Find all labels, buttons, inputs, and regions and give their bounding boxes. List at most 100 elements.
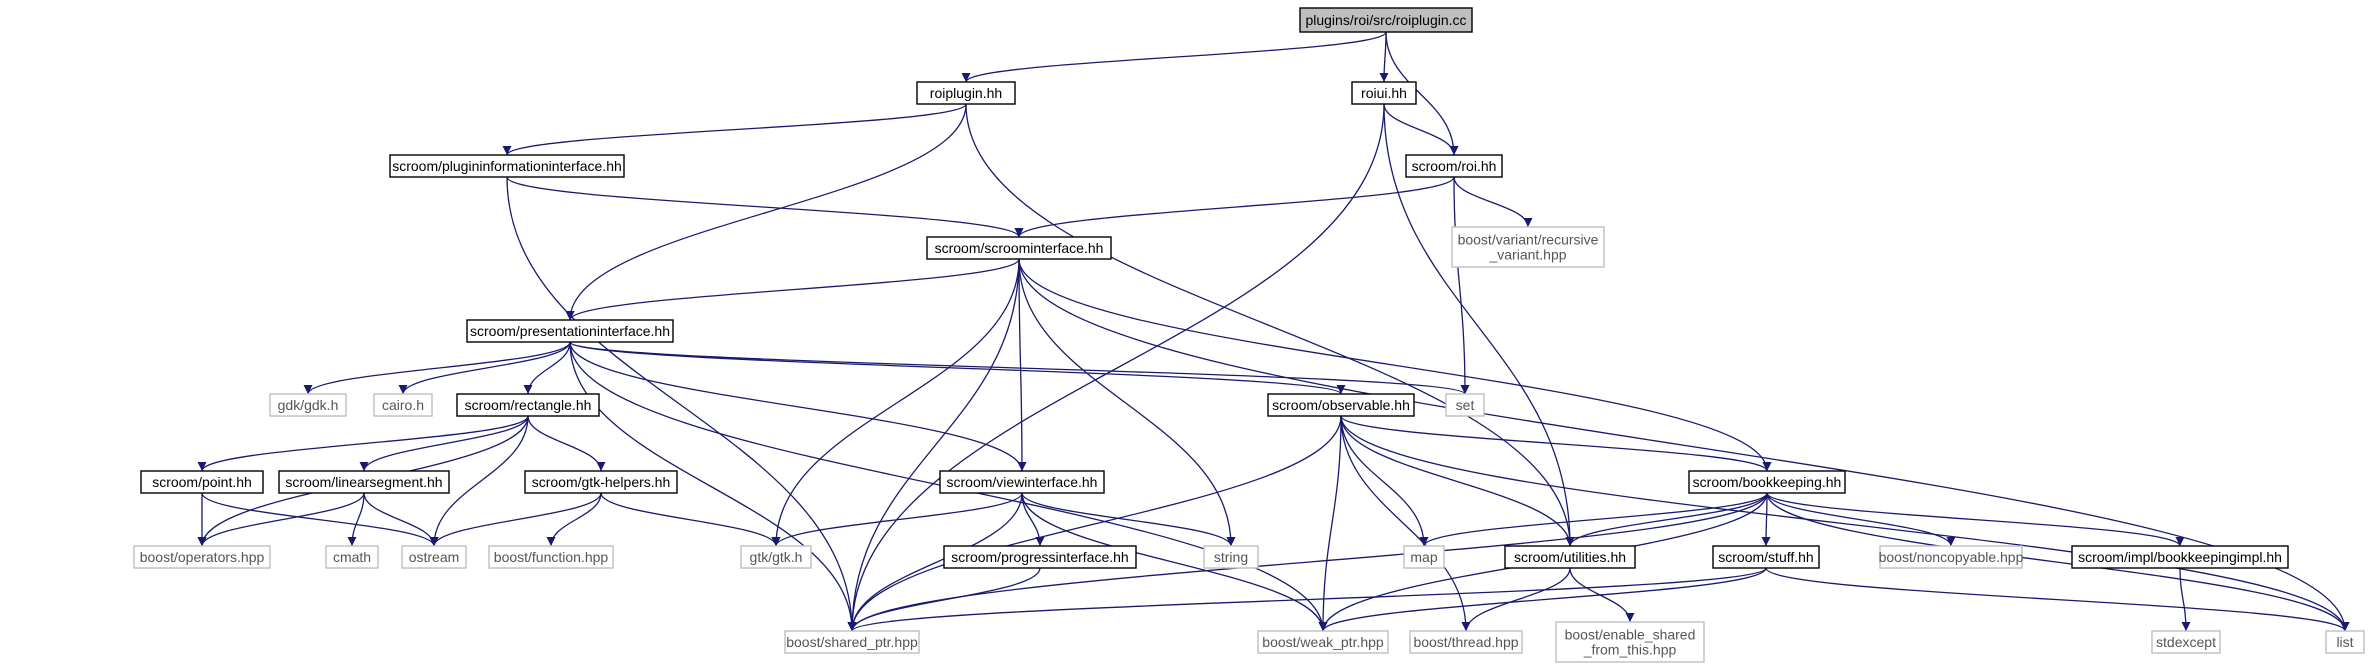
edge-observable-to-thread bbox=[1340, 415, 1471, 632]
node-label-set: set bbox=[1456, 397, 1475, 413]
edge-stuff-to-list bbox=[1765, 567, 2350, 632]
edge-rect-to-gtkhelp bbox=[527, 415, 606, 472]
node-box-cmath bbox=[325, 545, 379, 569]
edge-roiplugin_hh-to-plugininfo bbox=[502, 103, 967, 156]
node-box-roi_hh bbox=[1405, 154, 1503, 178]
node-box-ostream bbox=[401, 545, 467, 569]
node-roi_hh[interactable]: scroom/roi.hh bbox=[1405, 154, 1503, 178]
node-label-viewif: scroom/viewinterface.hh bbox=[947, 474, 1098, 490]
node-plugininfo[interactable]: scroom/plugininformationinterface.hh bbox=[389, 154, 625, 178]
node-list: list bbox=[2325, 630, 2365, 654]
node-box-plugininfo bbox=[389, 154, 625, 178]
node-label-recvariant: boost/variant/recursive bbox=[1458, 232, 1599, 248]
edge-presif-to-observable bbox=[569, 341, 1346, 395]
edge-bookkeeping-to-bkimpl bbox=[1766, 492, 2185, 547]
node-label-gtk: gtk/gtk.h bbox=[750, 549, 803, 565]
node-box-roiplugin_hh bbox=[916, 81, 1016, 105]
edge-gtkhelp-to-function bbox=[546, 492, 602, 547]
edge-scroomif-to-string bbox=[1018, 258, 1236, 547]
node-point[interactable]: scroom/point.hh bbox=[140, 470, 264, 494]
edge-utilities-to-thread bbox=[1461, 567, 1571, 632]
edge-scroomif-to-presif bbox=[565, 258, 1020, 321]
edge-presif-to-viewif bbox=[569, 341, 1027, 472]
node-observable[interactable]: scroom/observable.hh bbox=[1267, 393, 1415, 417]
node-utilities[interactable]: scroom/utilities.hh bbox=[1504, 545, 1636, 569]
node-label-stuff: scroom/stuff.hh bbox=[1718, 549, 1813, 565]
node-label-progressif: scroom/progressinterface.hh bbox=[951, 549, 1128, 565]
node-string: string bbox=[1203, 545, 1259, 569]
edge-roi_hh-to-set bbox=[1453, 176, 1470, 395]
node-box-scroomif bbox=[926, 236, 1112, 260]
edge-scroomif-to-list bbox=[1018, 258, 2350, 632]
node-label-noncopyable: boost/noncopyable.hpp bbox=[1879, 549, 2024, 565]
node-label-plugininfo: scroom/plugininformationinterface.hh bbox=[392, 158, 622, 174]
edge-gtkhelp-to-ostream bbox=[429, 492, 602, 547]
edge-presif-to-gdk bbox=[303, 341, 571, 395]
edges-layer bbox=[197, 31, 2350, 632]
node-label-recvariant: _variant.hpp bbox=[1488, 247, 1566, 263]
node-label-cmath: cmath bbox=[333, 549, 371, 565]
edge-root-to-roi_hh bbox=[1385, 31, 1459, 156]
node-label-utilities: scroom/utilities.hh bbox=[1514, 549, 1626, 565]
node-label-gtkhelp: scroom/gtk-helpers.hh bbox=[532, 474, 671, 490]
edge-observable-to-bookkeeping bbox=[1340, 415, 1772, 472]
node-label-presif: scroom/presentationinterface.hh bbox=[470, 323, 670, 339]
edge-stuff-to-sharedptr bbox=[847, 567, 1767, 632]
node-roiplugin_hh[interactable]: roiplugin.hh bbox=[916, 81, 1016, 105]
node-box-enableshared bbox=[1555, 621, 1705, 663]
node-box-thread bbox=[1409, 630, 1523, 654]
node-bkimpl[interactable]: scroom/impl/bookkeepingimpl.hh bbox=[2071, 545, 2289, 569]
node-label-scroomif: scroom/scroominterface.hh bbox=[935, 240, 1104, 256]
edge-bookkeeping-to-stuff bbox=[1761, 492, 1771, 547]
edge-plugininfo-to-sharedptr bbox=[506, 176, 857, 632]
node-rect[interactable]: scroom/rectangle.hh bbox=[456, 393, 600, 417]
node-gtkhelp[interactable]: scroom/gtk-helpers.hh bbox=[524, 470, 678, 494]
node-scroomif[interactable]: scroom/scroominterface.hh bbox=[926, 236, 1112, 260]
edge-roiplugin_hh-to-presif bbox=[565, 103, 967, 321]
nodes-layer: plugins/roi/src/roiplugin.cc roiplugin.hh… bbox=[133, 7, 2365, 663]
node-box-stuff bbox=[1712, 545, 1820, 569]
node-label-string: string bbox=[1214, 549, 1248, 565]
node-box-gdk bbox=[269, 393, 347, 417]
node-cmath: cmath bbox=[325, 545, 379, 569]
node-label-root: plugins/roi/src/roiplugin.cc bbox=[1305, 12, 1466, 28]
edge-observable-to-sharedptr bbox=[847, 415, 1342, 632]
edge-viewif-to-gtk bbox=[771, 492, 1023, 547]
edge-rect-to-ostream bbox=[429, 415, 529, 547]
edge-observable-to-list bbox=[1340, 415, 2350, 632]
node-roiui_hh[interactable]: roiui.hh bbox=[1351, 81, 1417, 105]
node-box-gtk bbox=[740, 545, 812, 569]
node-box-viewif bbox=[939, 470, 1105, 494]
edge-viewif-to-string bbox=[1021, 492, 1236, 547]
node-box-presif bbox=[466, 319, 674, 343]
node-label-operators: boost/operators.hpp bbox=[140, 549, 265, 565]
node-stuff[interactable]: scroom/stuff.hh bbox=[1712, 545, 1820, 569]
node-box-root bbox=[1299, 7, 1473, 33]
edge-viewif-to-weakptr bbox=[1021, 492, 1328, 632]
node-label-function: boost/function.hpp bbox=[494, 549, 609, 565]
node-box-linseg bbox=[278, 470, 450, 494]
node-stdexcept: stdexcept bbox=[2151, 630, 2221, 654]
edge-roiui_hh-to-roi_hh bbox=[1383, 103, 1459, 156]
node-root[interactable]: plugins/roi/src/roiplugin.cc bbox=[1299, 7, 1473, 33]
node-box-bookkeeping bbox=[1688, 470, 1846, 494]
edge-bookkeeping-to-list bbox=[1766, 492, 2350, 632]
node-box-noncopyable bbox=[1879, 545, 2023, 569]
edge-viewif-to-sharedptr bbox=[847, 492, 1023, 632]
node-noncopyable: boost/noncopyable.hpp bbox=[1879, 545, 2024, 569]
edge-presif-to-cairo bbox=[398, 341, 571, 395]
edge-scroomif-to-viewif bbox=[1017, 258, 1027, 472]
node-bookkeeping[interactable]: scroom/bookkeeping.hh bbox=[1688, 470, 1846, 494]
edge-observable-to-map bbox=[1340, 415, 1429, 547]
node-linseg[interactable]: scroom/linearsegment.hh bbox=[278, 470, 450, 494]
node-presif[interactable]: scroom/presentationinterface.hh bbox=[466, 319, 674, 343]
node-box-string bbox=[1203, 545, 1259, 569]
edge-scroomif-to-bookkeeping bbox=[1018, 258, 1772, 472]
node-box-operators bbox=[133, 545, 271, 569]
edge-bookkeeping-to-sharedptr bbox=[847, 492, 1768, 632]
node-label-sharedptr: boost/shared_ptr.hpp bbox=[786, 634, 918, 650]
edge-gtkhelp-to-gtk bbox=[600, 492, 781, 547]
node-box-stdexcept bbox=[2151, 630, 2221, 654]
node-viewif[interactable]: scroom/viewinterface.hh bbox=[939, 470, 1105, 494]
node-progressif[interactable]: scroom/progressinterface.hh bbox=[943, 545, 1137, 569]
